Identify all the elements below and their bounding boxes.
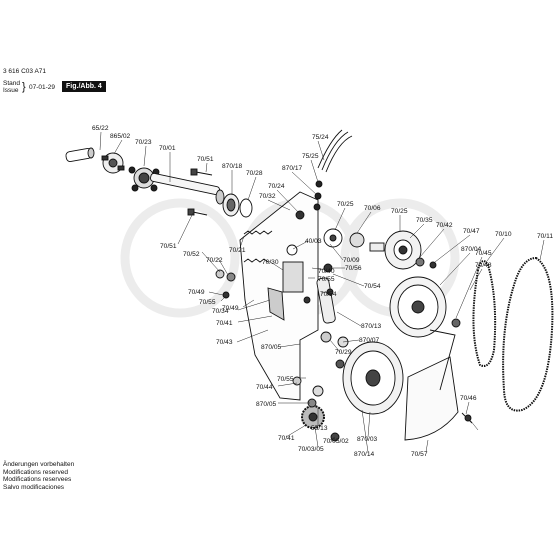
part-label: 870/18 xyxy=(222,163,243,170)
parts-drawing xyxy=(65,129,554,442)
note-en: Modifications reserved xyxy=(3,468,69,476)
part-label: 40/03 xyxy=(305,238,322,245)
document-number: 3 616 C03 A71 xyxy=(3,68,47,75)
bearing-part xyxy=(222,193,253,218)
part-label: 70/03/05 xyxy=(298,446,324,453)
part-label: 70/44 xyxy=(256,384,273,391)
part-label: 865/02 xyxy=(110,133,131,140)
part-label: 70/25 xyxy=(337,201,354,208)
shaft-sleeve-part xyxy=(65,147,95,162)
part-label: 70/29 xyxy=(335,349,352,356)
part-label: 70/35 xyxy=(416,217,433,224)
part-label: 870/03 xyxy=(357,436,378,443)
part-label: 870/05 xyxy=(261,344,282,351)
part-label: 65/22 xyxy=(92,125,109,132)
belt-cover-part xyxy=(404,329,459,441)
part-label: 70/55 xyxy=(199,299,216,306)
part-label: 70/40 xyxy=(318,268,335,275)
gear-part xyxy=(292,376,340,442)
coupling-part xyxy=(101,152,125,174)
note-fr: Modifications reservees xyxy=(3,476,72,484)
part-label: 70/05/02 xyxy=(323,438,349,445)
part-label: 70/52 xyxy=(183,251,200,258)
part-label: 75/25 xyxy=(302,153,319,160)
belt-part xyxy=(472,256,554,412)
spring-part xyxy=(243,230,273,263)
cable-part xyxy=(313,129,353,211)
issue-label: Issue xyxy=(3,87,19,94)
drive-shaft-part xyxy=(150,172,225,205)
issue-date: 07-01-29 xyxy=(29,84,56,91)
stand-label: Stand xyxy=(3,80,20,87)
part-label: 70/41 xyxy=(278,435,295,442)
part-label: 70/46 xyxy=(460,395,477,402)
part-label: 870/14 xyxy=(354,451,375,458)
part-label: 70/06 xyxy=(364,205,381,212)
part-label: 70/28 xyxy=(246,170,263,177)
part-label: 70/41 xyxy=(216,320,233,327)
part-label: 70/25 xyxy=(391,208,408,215)
part-label: 55/13 xyxy=(311,425,328,432)
figure-label: Fig./Abb. 4 xyxy=(62,81,106,92)
part-label: 70/49 xyxy=(188,289,205,296)
part-label: 70/49 xyxy=(222,305,239,312)
part-label: 70/51 xyxy=(197,156,214,163)
drive-pulley-part xyxy=(369,230,437,270)
part-label: 70/32 xyxy=(259,193,276,200)
modification-notes: Änderungen vorbehalten Modifications res… xyxy=(3,461,74,491)
part-label: 70/01 xyxy=(159,145,176,152)
part-label: 70/10 xyxy=(495,231,512,238)
part-label: 870/05 xyxy=(256,401,277,408)
lower-pulley-part xyxy=(320,331,404,415)
part-labels: 65/22 865/02 70/23 70/01 70/51 870/18 70… xyxy=(92,125,553,458)
part-label: 70/22 xyxy=(206,257,223,264)
brace-icon: } xyxy=(22,81,26,93)
part-label: 70/54 xyxy=(320,291,337,298)
frame-plate-part xyxy=(239,191,319,401)
tension-arm-part xyxy=(316,228,365,324)
part-label: 75/24 xyxy=(312,134,329,141)
gear-hub-part xyxy=(128,166,160,192)
part-label: 70/11 xyxy=(537,233,553,240)
part-label: 70/30 xyxy=(262,259,279,266)
part-label: 70/55 xyxy=(318,276,335,283)
part-label: 70/24 xyxy=(268,183,285,190)
part-label: 70/51 xyxy=(160,243,177,250)
part-label: 70/09 xyxy=(343,257,360,264)
part-label: 70/23 xyxy=(135,139,152,146)
part-label: 870/17 xyxy=(282,165,303,172)
part-label: 870/13 xyxy=(361,323,382,330)
part-label: 70/45 xyxy=(475,250,492,257)
nut-washer-part xyxy=(215,269,236,299)
part-label: 70/55 xyxy=(277,376,294,383)
part-label: 70/47 xyxy=(463,228,480,235)
part-label: 70/42 xyxy=(436,222,453,229)
bolt-part xyxy=(187,168,213,216)
screw-part xyxy=(461,412,473,424)
part-label: 70/21 xyxy=(229,247,246,254)
part-label: 70/54 xyxy=(364,283,381,290)
part-label: 70/56 xyxy=(345,265,362,272)
part-label: 870/04 xyxy=(461,246,482,253)
leader-lines xyxy=(99,131,545,453)
part-label: 870/07 xyxy=(359,337,380,344)
part-label: 70/43 xyxy=(216,339,233,346)
large-pulley-part xyxy=(389,276,461,338)
note-de: Änderungen vorbehalten xyxy=(3,461,75,468)
note-es: Salvo modificaciones xyxy=(3,483,65,491)
part-label: 70/34 xyxy=(212,308,229,315)
part-label: 70/48 xyxy=(475,262,492,269)
part-label: 70/57 xyxy=(411,451,428,458)
